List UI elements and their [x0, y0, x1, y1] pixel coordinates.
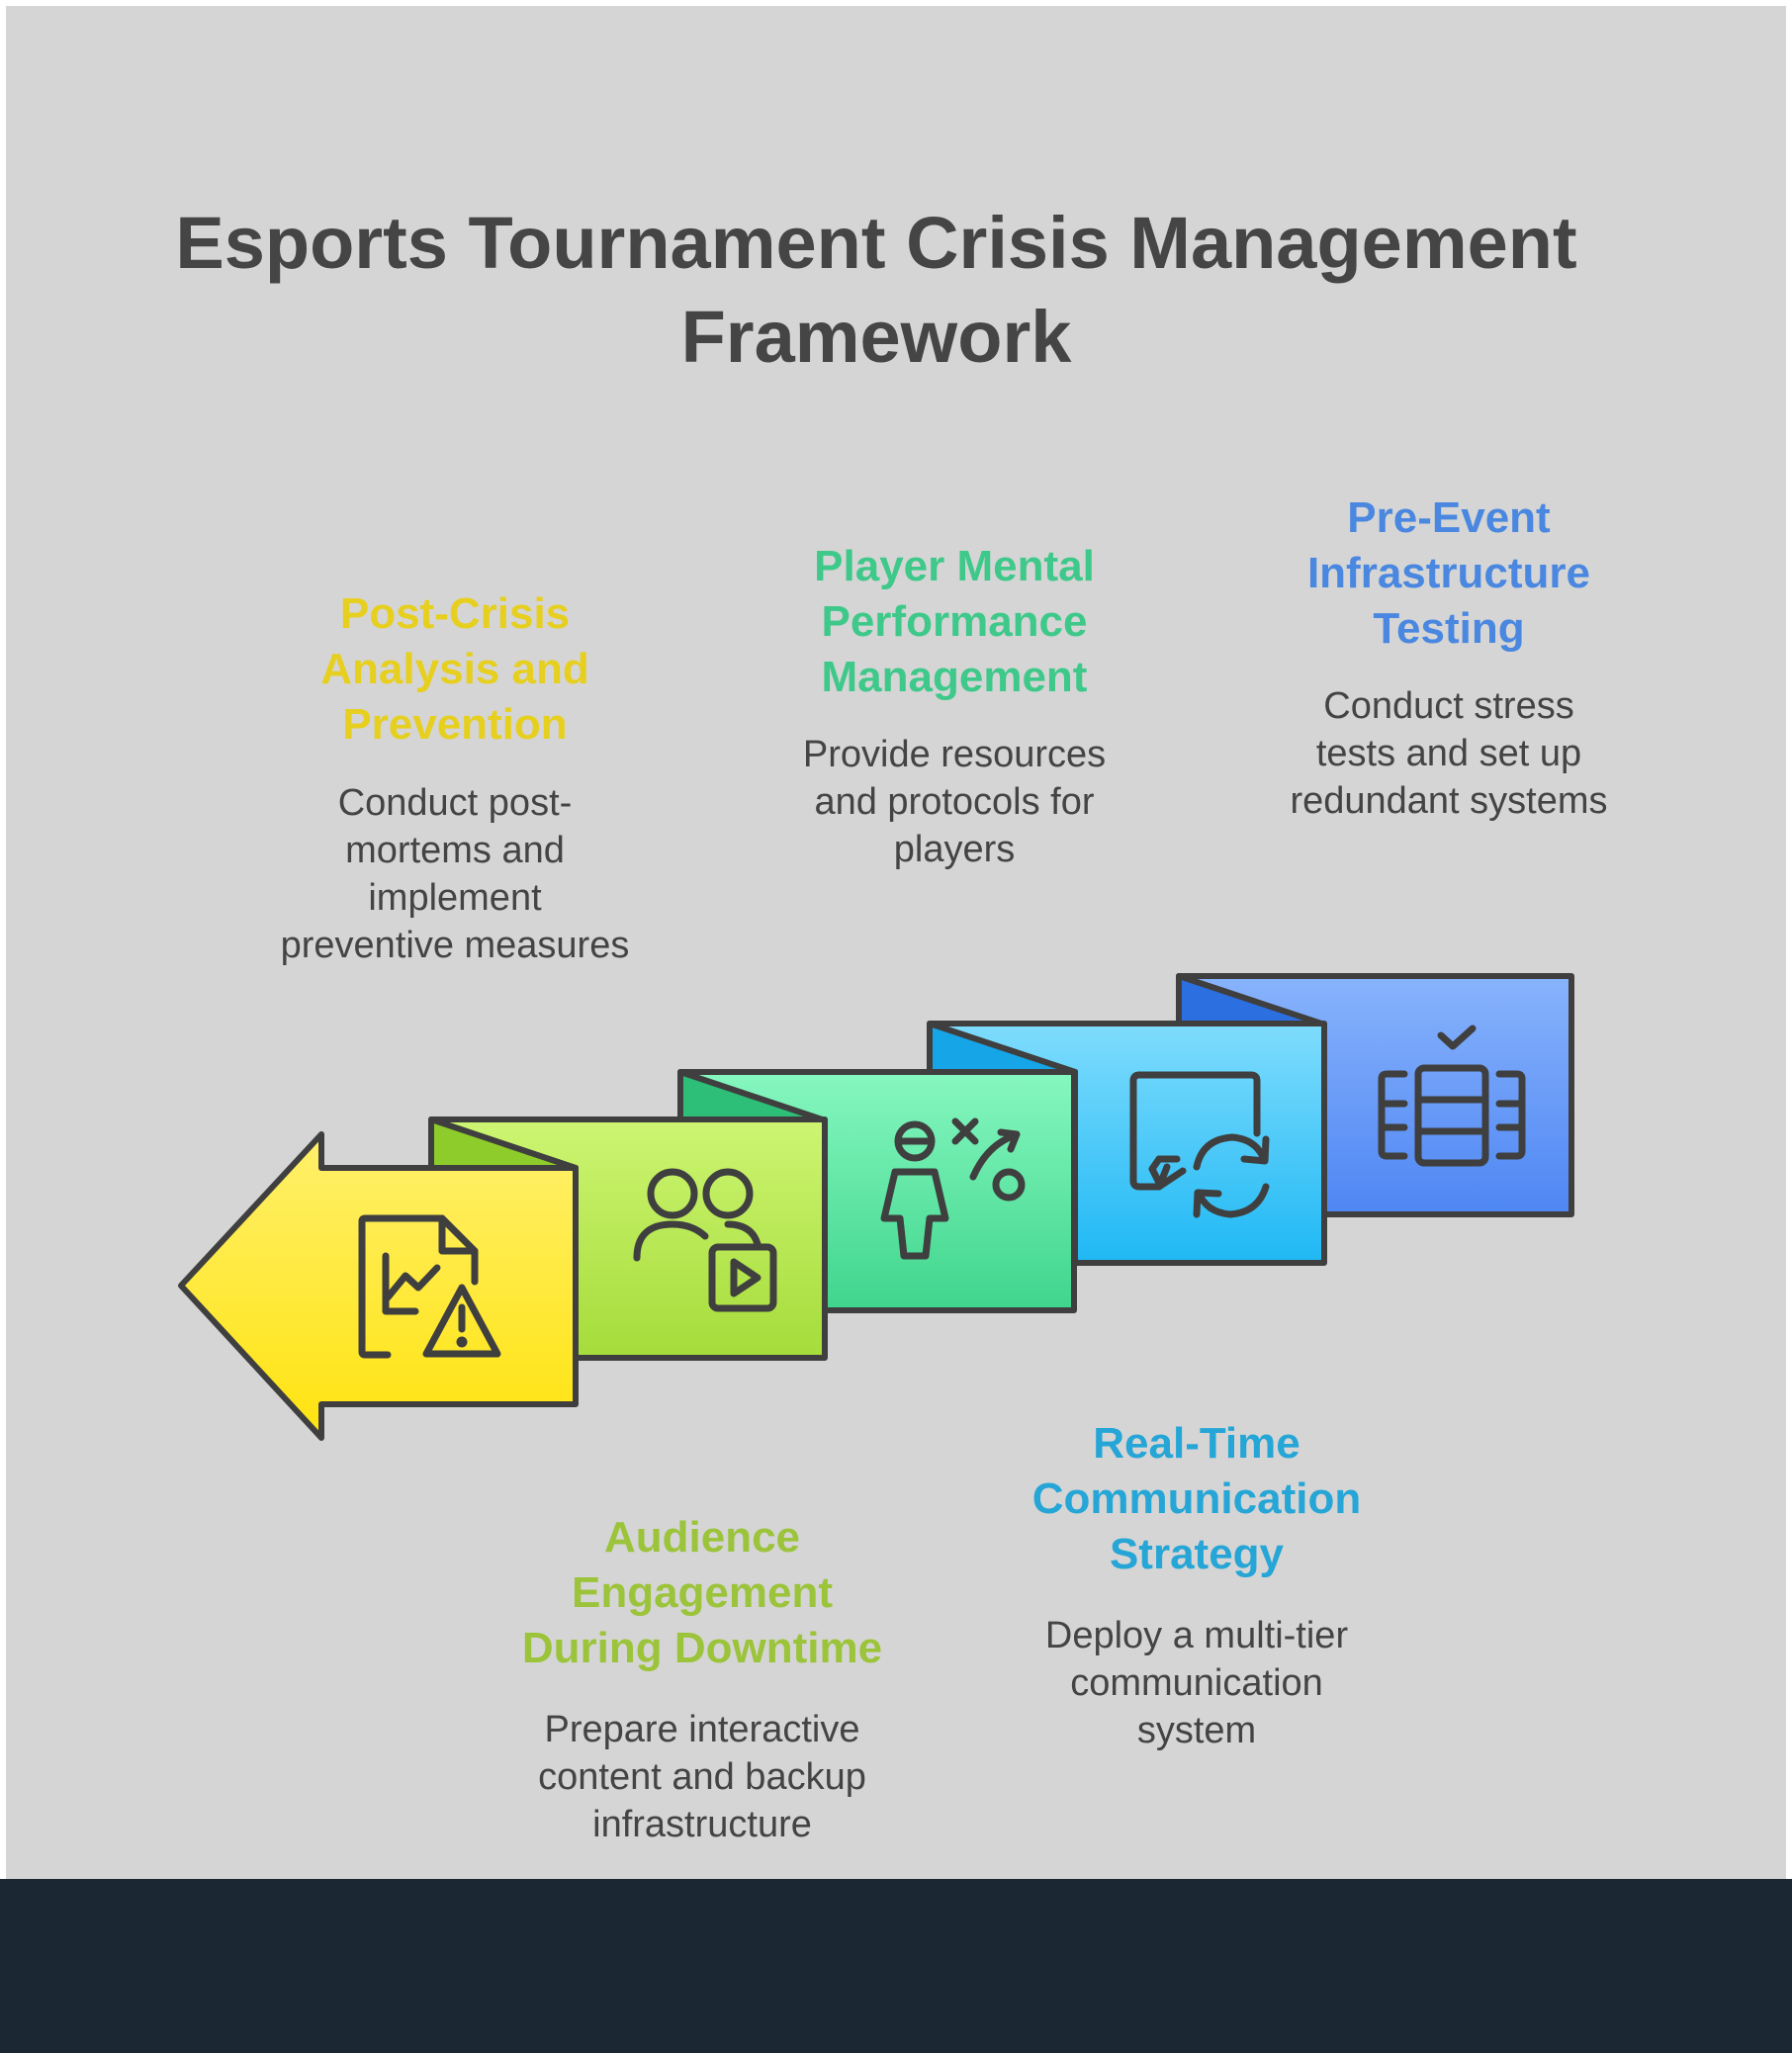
heading-line: Audience: [603, 1513, 801, 1562]
title-line-1: Esports Tournament Crisis Management: [175, 202, 1577, 284]
heading-line: Analysis and: [320, 645, 589, 693]
description-line: players: [893, 829, 1016, 870]
description-line: tests and set up: [1315, 733, 1582, 774]
description-line: communication: [1070, 1662, 1323, 1704]
description-line: Deploy a multi-tier: [1044, 1615, 1349, 1656]
description-line: mortems and: [345, 830, 565, 871]
heading-line: Strategy: [1109, 1530, 1285, 1578]
step-pre-event-testing: Pre-Event Infrastructure Testing Conduct…: [1251, 491, 1647, 825]
description-line: implement: [368, 877, 542, 919]
users-video-icon: [633, 1168, 777, 1312]
title-line-2: Framework: [680, 296, 1072, 378]
chat-sync-icon: [1129, 1071, 1270, 1218]
step-description: Prepare interactive content and backup i…: [504, 1706, 900, 1848]
heading-line: Pre-Event: [1347, 493, 1551, 542]
heading-line: Testing: [1373, 604, 1525, 653]
description-line: system: [1136, 1710, 1257, 1751]
step-heading: Post-Crisis Analysis and Prevention: [252, 586, 658, 753]
step-heading: Real-Time Communication Strategy: [999, 1416, 1394, 1582]
report-warning-icon: [358, 1214, 501, 1359]
heading-line: Performance: [821, 597, 1088, 646]
description-line: Provide resources: [802, 734, 1107, 775]
heading-line: Post-Crisis: [339, 589, 571, 638]
diagram-canvas: [6, 6, 1786, 1879]
panel-post-crisis: [178, 1131, 579, 1441]
footer-bar: [0, 1879, 1792, 2053]
heading-line: Management: [821, 653, 1088, 701]
description-line: and protocols for: [814, 781, 1095, 823]
heading-line: During Downtime: [521, 1624, 883, 1672]
description-line: Conduct stress: [1323, 685, 1574, 727]
description-line: infrastructure: [592, 1804, 812, 1845]
description-line: Prepare interactive: [544, 1709, 860, 1750]
heading-line: Player Mental: [814, 542, 1095, 590]
step-audience-engagement: Audience Engagement During Downtime Prep…: [504, 1510, 900, 1848]
page-title: Esports Tournament Crisis Management Fra…: [0, 196, 1752, 384]
step-description: Conduct stress tests and set up redundan…: [1251, 682, 1647, 825]
heading-line: Infrastructure: [1306, 549, 1591, 597]
step-heading: Pre-Event Infrastructure Testing: [1251, 491, 1647, 657]
step-real-time-communication: Real-Time Communication Strategy Deploy …: [999, 1416, 1394, 1754]
heading-line: Engagement: [571, 1568, 834, 1617]
description-line: Conduct post-: [337, 782, 573, 824]
description-line: redundant systems: [1290, 780, 1608, 822]
heading-line: Communication: [1031, 1474, 1362, 1523]
step-player-mental: Player Mental Performance Management Pro…: [757, 539, 1152, 873]
description-line: content and backup: [538, 1756, 866, 1798]
step-heading: Audience Engagement During Downtime: [504, 1510, 900, 1676]
step-description: Deploy a multi-tier communication system: [999, 1612, 1394, 1754]
step-description: Conduct post- mortems and implement prev…: [252, 779, 658, 969]
step-post-crisis: Post-Crisis Analysis and Prevention Cond…: [252, 586, 658, 969]
heading-line: Prevention: [342, 700, 568, 749]
step-heading: Player Mental Performance Management: [757, 539, 1152, 705]
player-strategy-icon: [880, 1117, 1026, 1260]
description-line: preventive measures: [280, 925, 630, 966]
step-description: Provide resources and protocols for play…: [757, 731, 1152, 873]
heading-line: Real-Time: [1093, 1419, 1300, 1468]
server-check-icon: [1378, 1025, 1526, 1167]
